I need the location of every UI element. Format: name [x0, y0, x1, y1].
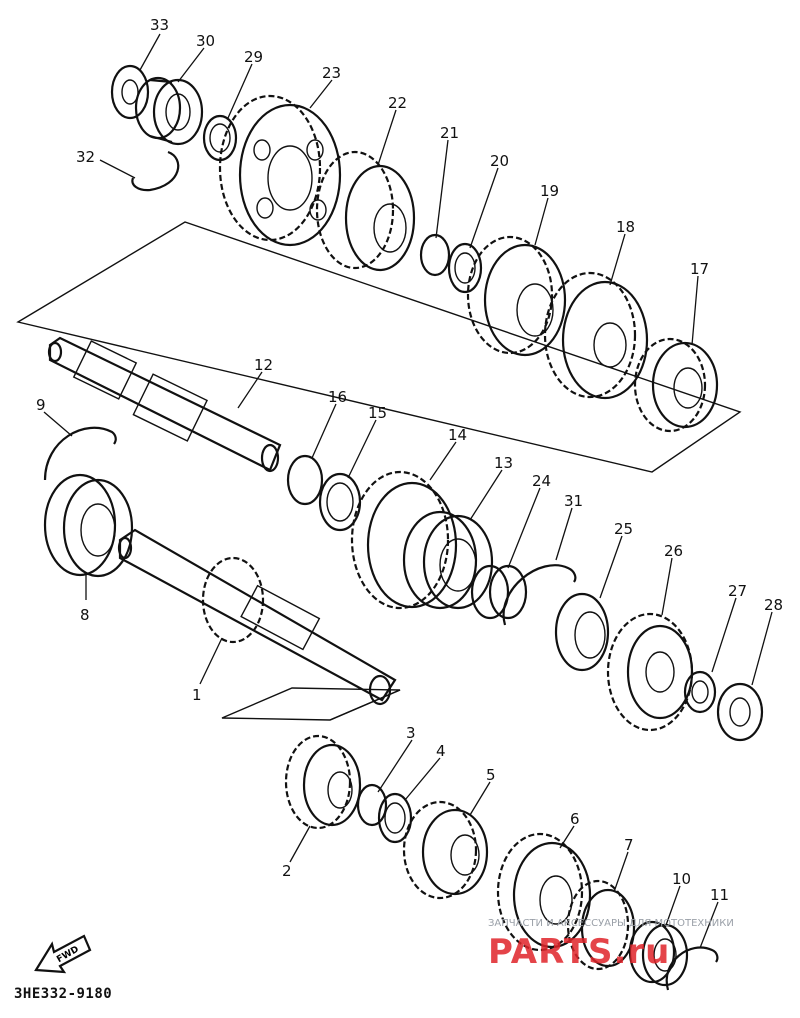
part-16-circlip	[286, 454, 324, 506]
part-14-gear	[350, 470, 458, 610]
callout-9: 9	[36, 396, 46, 414]
part-3-circlip	[356, 783, 388, 827]
part-30-bearing	[134, 76, 204, 146]
watermark-tagline: ЗАПЧАСТИ И АКСЕССУАРЫ ДЛЯ МОТОТЕХНИКИ	[488, 918, 734, 929]
callout-17: 17	[690, 260, 709, 278]
callout-25: 25	[614, 520, 633, 538]
callout-30: 30	[196, 32, 215, 50]
part-32-circlip	[131, 150, 180, 192]
part-19-gear	[466, 235, 567, 357]
callout-20: 20	[490, 152, 509, 170]
callout-33: 33	[150, 16, 169, 34]
callout-22: 22	[388, 94, 407, 112]
part-24-collar	[470, 564, 528, 620]
callout-16: 16	[328, 388, 347, 406]
callout-21: 21	[440, 124, 459, 142]
part-10-bearing	[628, 920, 689, 987]
part-12-main-axle	[47, 336, 282, 473]
part-2-gear	[284, 734, 362, 830]
callout-7: 7	[624, 836, 634, 854]
callout-12: 12	[254, 356, 273, 374]
callout-14: 14	[448, 426, 467, 444]
part-13-bearing	[402, 510, 494, 610]
callout-numbers: 33 30 29 23 22 21 20 19 18 17 32 12 16 1…	[36, 16, 783, 904]
part-23-gear	[218, 94, 342, 247]
part-1-drive-axle	[117, 528, 397, 706]
callout-26: 26	[664, 542, 683, 560]
callout-4: 4	[436, 742, 446, 760]
part-26-sprocket	[606, 612, 694, 732]
watermark-brand: PARTS.ru	[488, 932, 671, 972]
callout-18: 18	[616, 218, 635, 236]
callout-8: 8	[80, 606, 90, 624]
fwd-arrow-icon: FWD	[34, 934, 92, 974]
leader-lines	[43, 33, 773, 949]
callout-10: 10	[672, 870, 691, 888]
callout-32: 32	[76, 148, 95, 166]
part-22-gear	[315, 150, 416, 272]
callout-29: 29	[244, 48, 263, 66]
part-31-circlip	[502, 564, 577, 626]
part-7-gear	[566, 879, 636, 971]
part-15-washer	[318, 472, 362, 532]
callout-1: 1	[192, 686, 202, 704]
part-27-lock-washer	[683, 670, 717, 714]
part-6-gear	[496, 832, 592, 952]
part-8-bearing	[43, 473, 134, 578]
part-5-gear	[402, 800, 489, 900]
part-20-washer	[447, 242, 483, 294]
callout-27: 27	[728, 582, 747, 600]
callout-13: 13	[494, 454, 513, 472]
part-18-gear	[543, 271, 649, 400]
callout-3: 3	[406, 724, 416, 742]
lower-shaft-assembly-frame	[221, 687, 401, 721]
callout-19: 19	[540, 182, 559, 200]
part-17-gear	[633, 337, 719, 433]
callout-2: 2	[282, 862, 292, 880]
callout-15: 15	[368, 404, 387, 422]
part-21-circlip	[419, 233, 451, 277]
watermark: ЗАПЧАСТИ И АКСЕССУАРЫ ДЛЯ МОТОТЕХНИКИ PA…	[488, 918, 788, 988]
part-25-oil-seal	[554, 592, 610, 672]
part-4-washer	[377, 792, 413, 844]
part-9-circlip	[43, 426, 117, 481]
callout-24: 24	[532, 472, 551, 490]
callout-31: 31	[564, 492, 583, 510]
callout-28: 28	[764, 596, 783, 614]
part-33-oil-seal	[110, 64, 150, 120]
callout-5: 5	[486, 766, 496, 784]
part-28-nut	[716, 682, 764, 742]
part-11-circlip	[665, 946, 719, 991]
callout-11: 11	[710, 886, 729, 904]
callout-23: 23	[322, 64, 341, 82]
upper-shaft-assembly-frame	[16, 221, 742, 473]
diagram-code: 3HE332-9180	[14, 986, 113, 1002]
callout-6: 6	[570, 810, 580, 828]
